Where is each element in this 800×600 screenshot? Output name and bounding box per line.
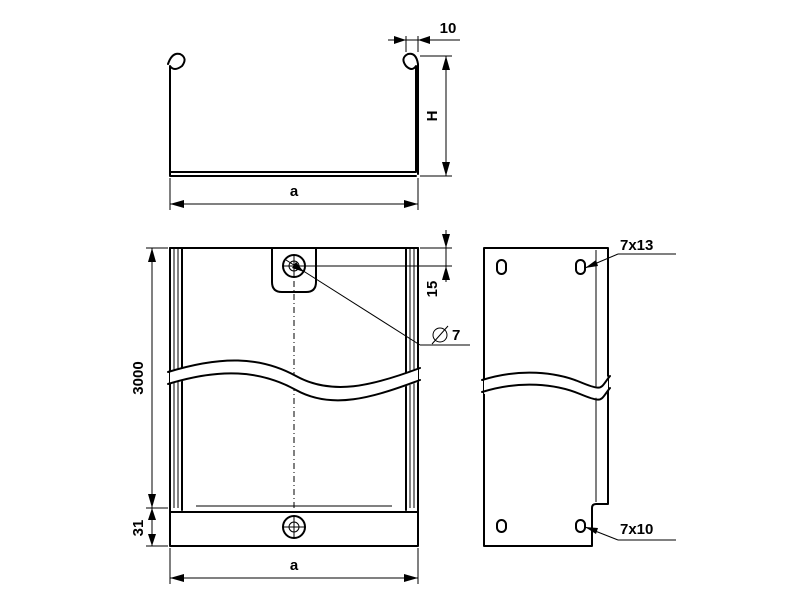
dim-top-height-label: H — [424, 111, 441, 122]
bottom-hole — [282, 515, 306, 539]
dim-front-width-label: a — [290, 557, 299, 574]
tray-side-view — [481, 247, 611, 547]
slot-bottom-label: 7x10 — [620, 521, 653, 538]
dim-lip-label: 10 — [440, 20, 457, 37]
dim-top-width-label: a — [290, 183, 299, 200]
leader-slot-bottom: 7x10 — [584, 521, 676, 541]
dim-hole-offset: 15 — [306, 230, 452, 297]
dim-front-width: a — [169, 548, 419, 584]
dim-length: 3000 — [130, 247, 168, 509]
dim-diameter-label: 7 — [452, 327, 460, 344]
leader-slot-top: 7x13 — [584, 237, 676, 269]
dim-lip: 10 — [388, 20, 460, 52]
dim-hole-offset-label: 15 — [424, 281, 441, 298]
tray-cross-section — [167, 52, 419, 177]
dim-end-offset: 31 — [130, 508, 168, 547]
dim-end-offset-label: 31 — [130, 520, 147, 537]
dim-top-height: H — [420, 55, 452, 177]
dim-length-label: 3000 — [130, 361, 147, 394]
side-slots — [496, 259, 586, 533]
tray-front-view — [167, 247, 421, 547]
leader-diameter: 7 — [285, 259, 470, 346]
dim-top-width: a — [169, 178, 419, 210]
slot-top-label: 7x13 — [620, 237, 653, 254]
